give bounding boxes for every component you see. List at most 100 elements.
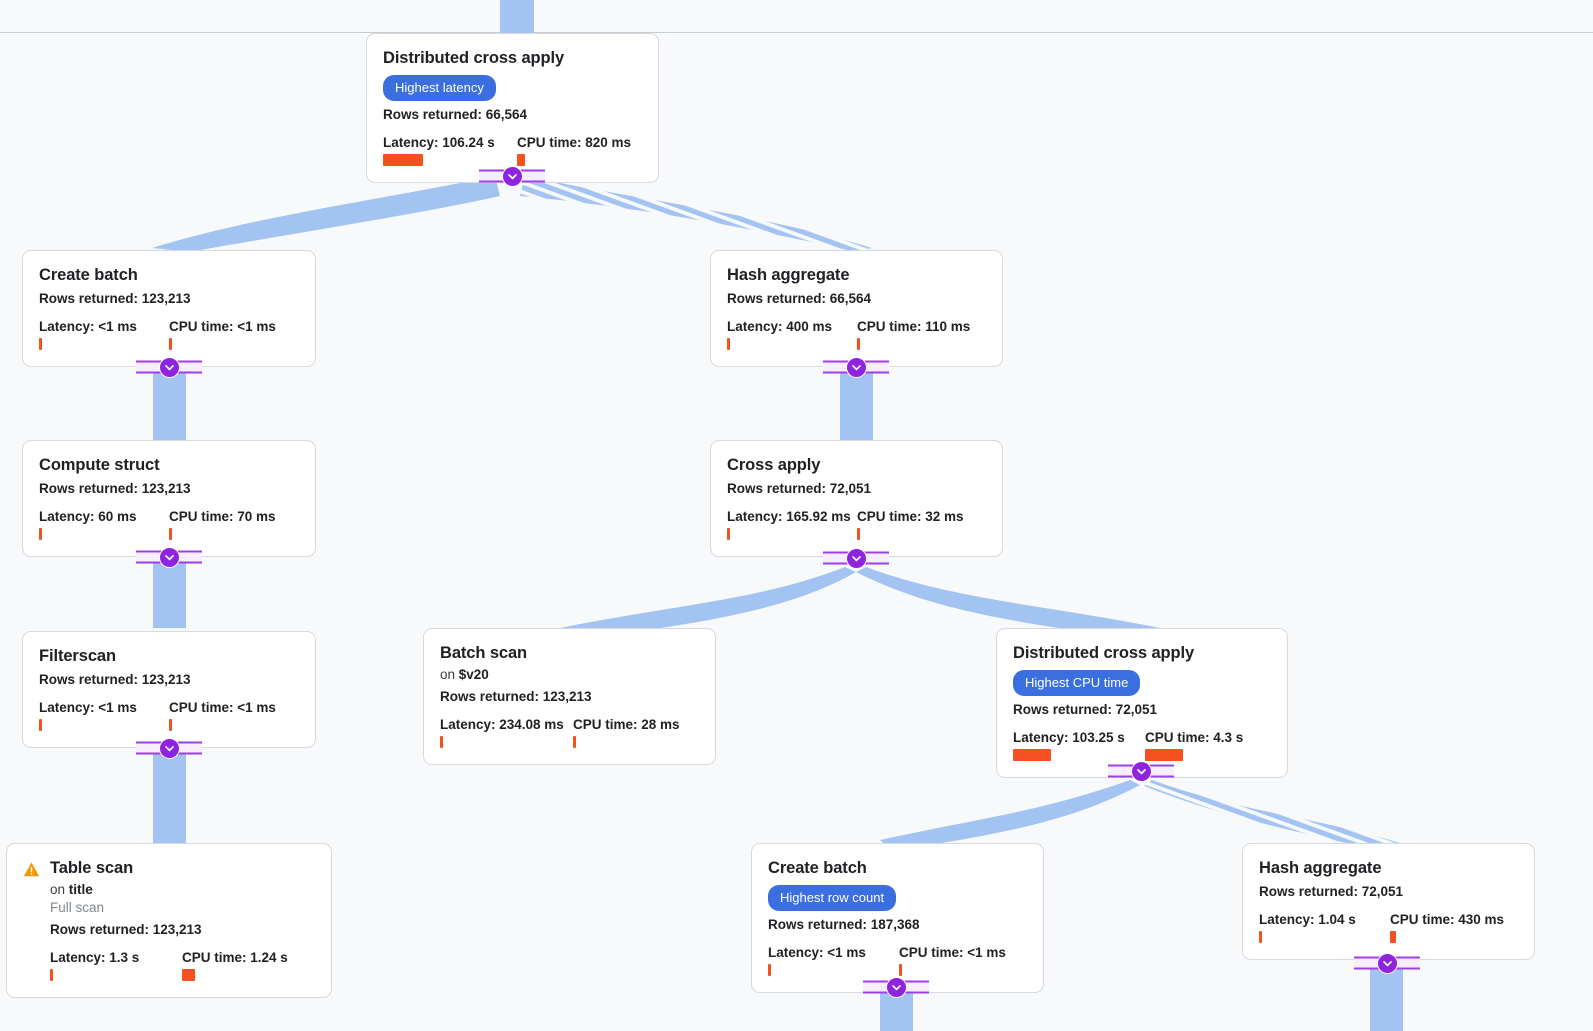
- on-prefix: on: [440, 666, 459, 682]
- expand-toggle-filterscan[interactable]: [136, 737, 202, 759]
- plan-node-distributed-cross-apply-root[interactable]: Distributed cross apply Highest latency …: [366, 33, 659, 183]
- node-title: Batch scan: [440, 644, 528, 662]
- plan-node-create-batch-left[interactable]: Create batch Rows returned: 123,213 Late…: [22, 250, 316, 367]
- expand-toggle-hash-aggregate-lower[interactable]: [1354, 952, 1420, 974]
- plan-node-hash-aggregate-upper[interactable]: Hash aggregate Rows returned: 66,564 Lat…: [710, 250, 1003, 367]
- latency-metric: Latency: 165.92 ms: [727, 509, 857, 540]
- plan-node-hash-aggregate-lower[interactable]: Hash aggregate Rows returned: 72,051 Lat…: [1242, 843, 1535, 960]
- node-title: Compute struct: [39, 456, 160, 474]
- plan-node-create-batch-rows[interactable]: Create batch Highest row count Rows retu…: [751, 843, 1044, 993]
- cpu-label: CPU time: 110 ms: [857, 318, 971, 334]
- latency-label: Latency: 103.25 s: [1013, 729, 1125, 745]
- metrics-row: Latency: 400 ms CPU time: 110 ms: [727, 319, 986, 350]
- node-header: Batch scan: [440, 643, 699, 664]
- node-header: Create batch: [39, 265, 299, 286]
- expand-toggle-hash-aggregate-upper[interactable]: [823, 356, 889, 378]
- metrics-row: Latency: 1.04 s CPU time: 430 ms: [1259, 912, 1518, 943]
- latency-metric: Latency: 106.24 s: [383, 135, 517, 166]
- rows-returned: Rows returned: 72,051: [727, 480, 872, 496]
- node-header: Create batch: [768, 858, 1027, 879]
- node-title: Hash aggregate: [727, 266, 850, 284]
- chevron-down-icon: [158, 737, 180, 759]
- chevron-down-icon: [845, 547, 867, 569]
- cpu-metric: CPU time: 430 ms: [1390, 912, 1504, 943]
- node-header: Distributed cross apply: [383, 48, 642, 69]
- cpu-label: CPU time: 1.24 s: [182, 950, 288, 966]
- edge-n2-n4: [153, 368, 186, 446]
- metrics-row: Latency: 165.92 ms CPU time: 32 ms: [727, 509, 986, 540]
- cpu-label: CPU time: 28 ms: [573, 716, 680, 732]
- latency-metric: Latency: <1 ms: [39, 319, 169, 350]
- edge-n1-n2: [152, 176, 500, 252]
- plan-node-distributed-cross-apply-cpu[interactable]: Distributed cross apply Highest CPU time…: [996, 628, 1288, 778]
- cpu-metric: CPU time: 1.24 s: [182, 950, 288, 982]
- cpu-bar: [517, 153, 525, 166]
- rows-returned: Rows returned: 72,051: [1259, 883, 1404, 899]
- node-target: on $v20: [440, 666, 699, 684]
- latency-bar: [727, 527, 730, 540]
- chevron-down-icon: [1376, 952, 1398, 974]
- latency-bar: [727, 337, 730, 350]
- target-name: $v20: [458, 666, 489, 682]
- node-header: Filterscan: [39, 646, 299, 667]
- latency-metric: Latency: 1.04 s: [1259, 912, 1390, 943]
- latency-label: Latency: 60 ms: [39, 508, 137, 524]
- warning-icon: [23, 862, 40, 877]
- latency-metric: Latency: <1 ms: [39, 700, 169, 731]
- cpu-metric: CPU time: <1 ms: [899, 945, 1006, 976]
- rows-returned: Rows returned: 123,213: [440, 688, 592, 704]
- metrics-row: Latency: 234.08 ms CPU time: 28 ms: [440, 717, 699, 748]
- metrics-row: Latency: <1 ms CPU time: <1 ms: [768, 945, 1027, 976]
- cpu-bar: [1145, 748, 1183, 761]
- expand-toggle-distributed-cross-apply-cpu[interactable]: [1108, 760, 1174, 782]
- latency-label: Latency: 234.08 ms: [440, 716, 564, 732]
- plan-node-cross-apply[interactable]: Cross apply Rows returned: 72,051 Latenc…: [710, 440, 1003, 557]
- cpu-metric: CPU time: <1 ms: [169, 319, 276, 350]
- rows-returned: Rows returned: 123,213: [39, 290, 191, 306]
- metrics-row: Latency: 1.3 s CPU time: 1.24 s: [50, 950, 315, 982]
- expand-toggle-root[interactable]: [479, 165, 545, 187]
- latency-bar: [39, 337, 42, 350]
- cpu-metric: CPU time: 32 ms: [857, 509, 964, 540]
- expand-toggle-create-batch-rows[interactable]: [863, 976, 929, 998]
- metrics-row: Latency: 60 ms CPU time: 70 ms: [39, 509, 299, 540]
- latency-bar: [383, 153, 423, 166]
- edge-n4-n6: [153, 558, 186, 628]
- latency-label: Latency: 106.24 s: [383, 134, 495, 150]
- cpu-bar: [899, 963, 902, 976]
- expand-toggle-cross-apply[interactable]: [823, 547, 889, 569]
- chevron-down-icon: [845, 356, 867, 378]
- edge-root-inlet: [500, 0, 534, 33]
- latency-metric: Latency: 103.25 s: [1013, 730, 1145, 761]
- node-title: Distributed cross apply: [383, 49, 565, 67]
- expand-toggle-create-batch-left[interactable]: [136, 356, 202, 378]
- on-prefix: on: [50, 881, 69, 897]
- expand-toggle-compute-struct[interactable]: [136, 546, 202, 568]
- edge-n11-outlet: [1370, 968, 1403, 1031]
- cpu-bar: [169, 527, 172, 540]
- latency-metric: Latency: 60 ms: [39, 509, 169, 540]
- plan-node-batch-scan[interactable]: Batch scan on $v20 Rows returned: 123,21…: [423, 628, 716, 765]
- node-header: Hash aggregate: [727, 265, 986, 286]
- rows-returned: Rows returned: 123,213: [50, 922, 202, 938]
- node-title: Create batch: [39, 266, 138, 284]
- status-badge-highest-cpu-time: Highest CPU time: [1013, 669, 1141, 696]
- node-title: Table scan: [50, 859, 134, 877]
- latency-bar: [1013, 748, 1051, 761]
- chevron-down-icon: [158, 546, 180, 568]
- cpu-label: CPU time: 820 ms: [517, 134, 632, 150]
- latency-label: Latency: <1 ms: [39, 699, 137, 715]
- status-badge-highest-latency: Highest latency: [383, 74, 496, 101]
- rows-returned: Rows returned: 72,051: [1013, 701, 1158, 717]
- cpu-label: CPU time: <1 ms: [169, 318, 276, 334]
- cpu-label: CPU time: <1 ms: [899, 944, 1006, 960]
- chevron-down-icon: [158, 356, 180, 378]
- plan-node-filterscan[interactable]: Filterscan Rows returned: 123,213 Latenc…: [22, 631, 316, 748]
- cpu-bar: [169, 337, 172, 350]
- cpu-label: CPU time: <1 ms: [169, 699, 276, 715]
- cpu-bar: [857, 527, 860, 540]
- plan-node-compute-struct[interactable]: Compute struct Rows returned: 123,213 La…: [22, 440, 316, 557]
- edge-n8-n11-hatched: [1144, 780, 1400, 852]
- plan-node-table-scan[interactable]: Table scan on title Full scan Rows retur…: [6, 843, 332, 999]
